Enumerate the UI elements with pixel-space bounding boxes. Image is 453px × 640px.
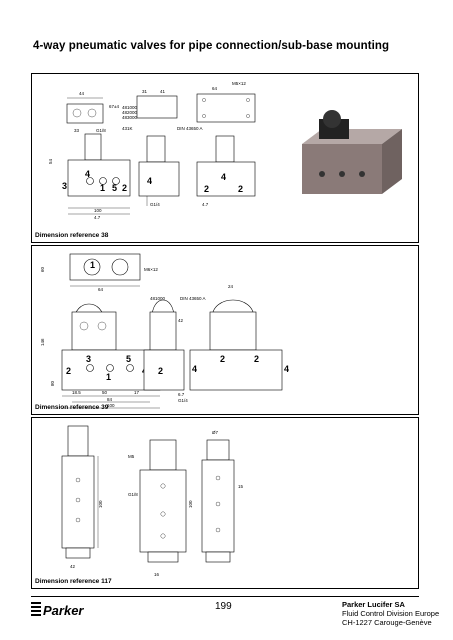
svg-text:5: 5 [126,354,131,364]
svg-text:2: 2 [220,354,225,364]
svg-text:4.7: 4.7 [94,215,101,220]
panel-caption-ref39: Dimension reference 39 [35,404,109,411]
company-name: Parker Lucifer SA [342,600,405,609]
svg-text:Ø7: Ø7 [212,430,219,435]
svg-text:24: 24 [228,284,234,289]
svg-text:100: 100 [94,208,102,213]
svg-text:G1/8: G1/8 [96,128,106,133]
svg-text:80: 80 [50,380,55,386]
svg-text:2: 2 [122,183,127,193]
panel-caption-ref38: Dimension reference 38 [35,232,109,239]
svg-text:67±4: 67±4 [109,104,119,109]
svg-text:146: 146 [40,338,45,346]
drawing-panel-ref117: 100 42 M5 G1/8 100 16 15 Ø7 Dimension re… [31,417,419,589]
page-title: 4-way pneumatic valves for pipe connecti… [33,40,390,52]
svg-text:G1/8: G1/8 [128,492,138,497]
svg-text:54: 54 [48,158,53,164]
technical-drawing-ref39: 1 60 M6×12 64 2 3 1 5 4 146 80 18.5 50 1… [40,253,289,409]
svg-text:2: 2 [254,354,259,364]
svg-text:M5×12: M5×12 [232,81,246,86]
svg-text:M5: M5 [128,454,135,459]
svg-text:50: 50 [102,390,108,395]
svg-text:481000: 481000 [150,296,166,301]
svg-text:4: 4 [284,364,289,374]
svg-text:482000: 482000 [122,110,138,115]
svg-text:15: 15 [238,484,244,489]
svg-text:M6×12: M6×12 [144,267,158,272]
svg-text:5: 5 [112,183,117,193]
svg-text:2: 2 [158,366,163,376]
svg-text:100: 100 [107,403,115,408]
svg-text:483000: 483000 [122,115,138,120]
parker-logo: Parker [31,602,84,618]
svg-text:G1/4: G1/4 [178,398,188,403]
svg-text:DIN 43650 A: DIN 43650 A [177,126,203,131]
svg-text:2: 2 [66,366,71,376]
company-address: CH-1227 Carouge-Genève [342,618,432,627]
company-info: Parker Lucifer SA Fluid Control Division… [342,600,439,627]
page-number: 199 [215,601,232,612]
svg-text:33: 33 [74,128,80,133]
svg-text:18.5: 18.5 [72,390,81,395]
panel-caption-ref117: Dimension reference 117 [35,578,112,585]
svg-text:3: 3 [62,181,67,191]
svg-text:1: 1 [100,183,105,193]
svg-text:4.7: 4.7 [202,202,209,207]
svg-text:3: 3 [86,354,91,364]
svg-text:100: 100 [98,500,103,508]
company-division: Fluid Control Division Europe [342,609,440,618]
drawing-panel-ref38: 44 67±4 33 G1/8 3 4 1 5 2 100 4.7 54 31 … [31,73,419,243]
svg-text:100: 100 [188,500,193,508]
svg-text:16: 16 [154,572,160,577]
svg-text:431K: 431K [122,126,133,131]
footer-rule [31,596,419,597]
valve-photo [302,110,402,194]
svg-text:4: 4 [221,172,226,182]
svg-text:41: 41 [160,89,166,94]
svg-text:2: 2 [238,184,243,194]
technical-drawing-ref38: 44 67±4 33 G1/8 3 4 1 5 2 100 4.7 54 31 … [48,81,402,220]
svg-text:64: 64 [212,86,218,91]
svg-text:DIN 43650 A: DIN 43650 A [180,296,206,301]
svg-text:42: 42 [178,318,184,323]
svg-text:2: 2 [204,184,209,194]
technical-drawing-ref117: 100 42 M5 G1/8 100 16 15 Ø7 [61,425,244,577]
svg-text:17: 17 [134,390,140,395]
svg-text:G1/4: G1/4 [150,202,160,207]
svg-text:42: 42 [70,564,76,569]
svg-text:64: 64 [98,287,104,292]
svg-text:4: 4 [85,169,90,179]
drawing-panel-ref39: 1 60 M6×12 64 2 3 1 5 4 146 80 18.5 50 1… [31,245,419,415]
svg-text:60: 60 [40,266,45,272]
svg-text:Parker: Parker [43,603,84,618]
svg-text:481000: 481000 [122,105,138,110]
svg-text:84: 84 [107,397,113,402]
svg-text:4: 4 [147,176,152,186]
svg-text:1: 1 [106,372,111,382]
svg-text:44: 44 [79,91,85,96]
svg-text:31: 31 [142,89,148,94]
svg-text:4: 4 [192,364,197,374]
svg-text:6.7: 6.7 [178,392,185,397]
svg-text:1: 1 [90,260,95,270]
